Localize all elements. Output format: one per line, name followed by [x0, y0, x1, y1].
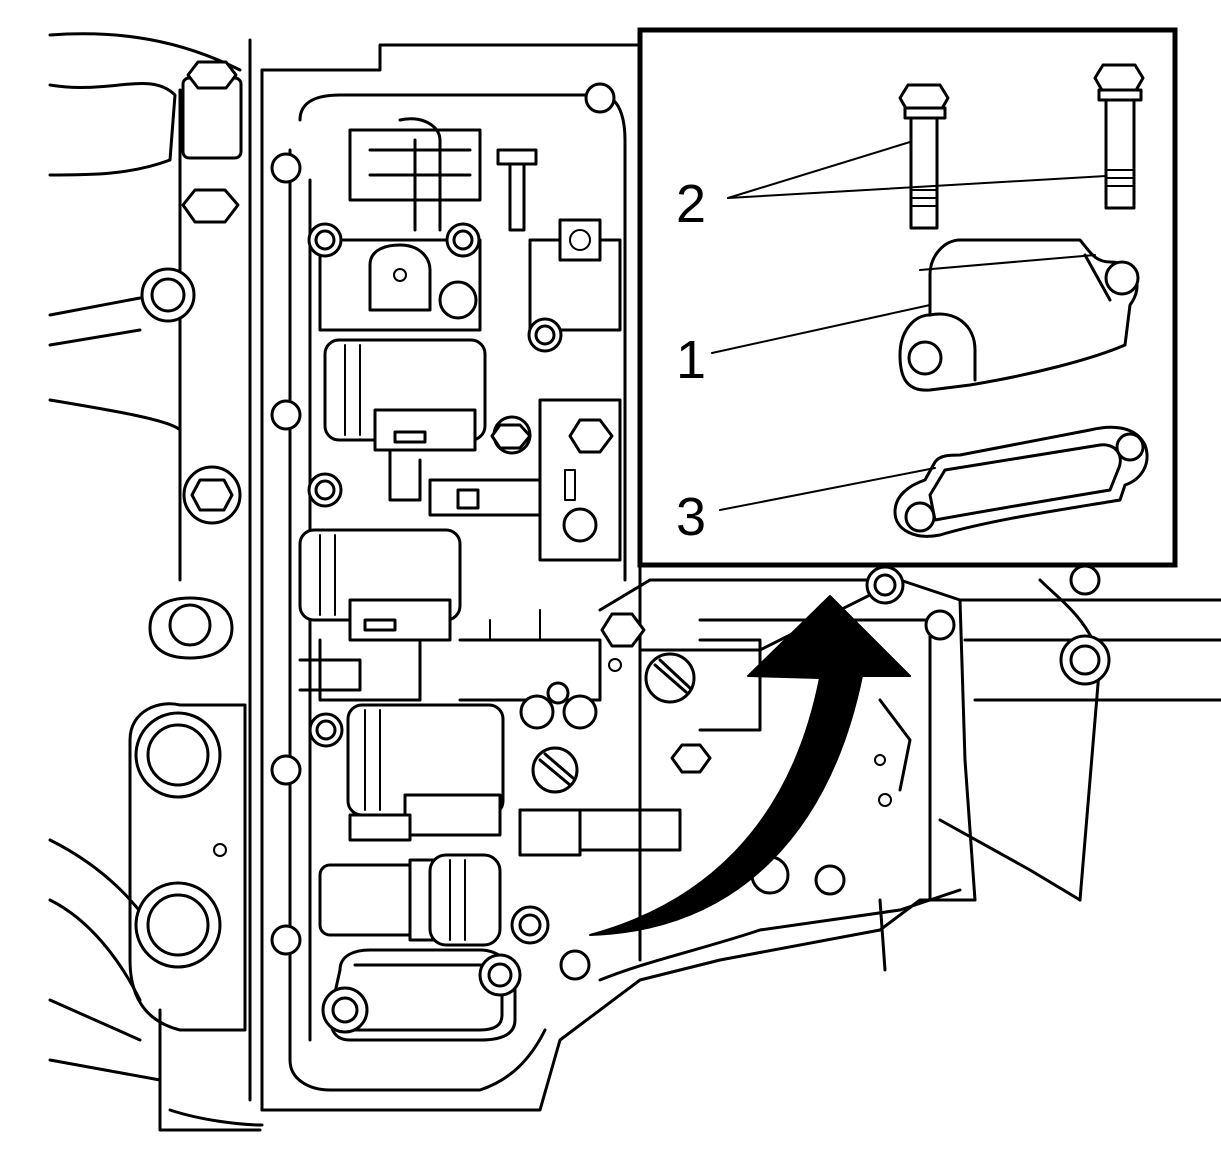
wire-harness-top — [348, 117, 538, 232]
left-bolt-column — [134, 60, 243, 969]
callout-label-1: 1 — [676, 330, 706, 390]
center-fasteners — [519, 638, 762, 794]
callout-label-2: 2 — [676, 174, 706, 234]
leader-line-1 — [711, 304, 931, 354]
transmission-case-left — [48, 32, 264, 1132]
plate-holes — [270, 82, 1111, 981]
inset-bolt-left — [898, 83, 950, 230]
callout-label-3: 3 — [676, 487, 706, 547]
direction-arrow — [589, 595, 911, 936]
solenoid-bottom — [318, 853, 550, 947]
installed-cover — [321, 948, 522, 1042]
solenoid-middle — [298, 528, 646, 702]
inset-gasket — [893, 425, 1149, 538]
bracket-block-right — [307, 218, 622, 562]
leader-line-3 — [719, 467, 936, 511]
solenoid-upper — [307, 222, 487, 502]
inset-bolt-right — [1093, 63, 1145, 210]
solenoid-lower — [308, 703, 682, 857]
case-right-lower — [750, 565, 912, 895]
leader-line-2b — [727, 175, 1107, 199]
parts-inset: 2 1 3 — [637, 27, 1178, 568]
leader-line-2a — [727, 141, 911, 199]
inset-cover — [898, 238, 1140, 392]
